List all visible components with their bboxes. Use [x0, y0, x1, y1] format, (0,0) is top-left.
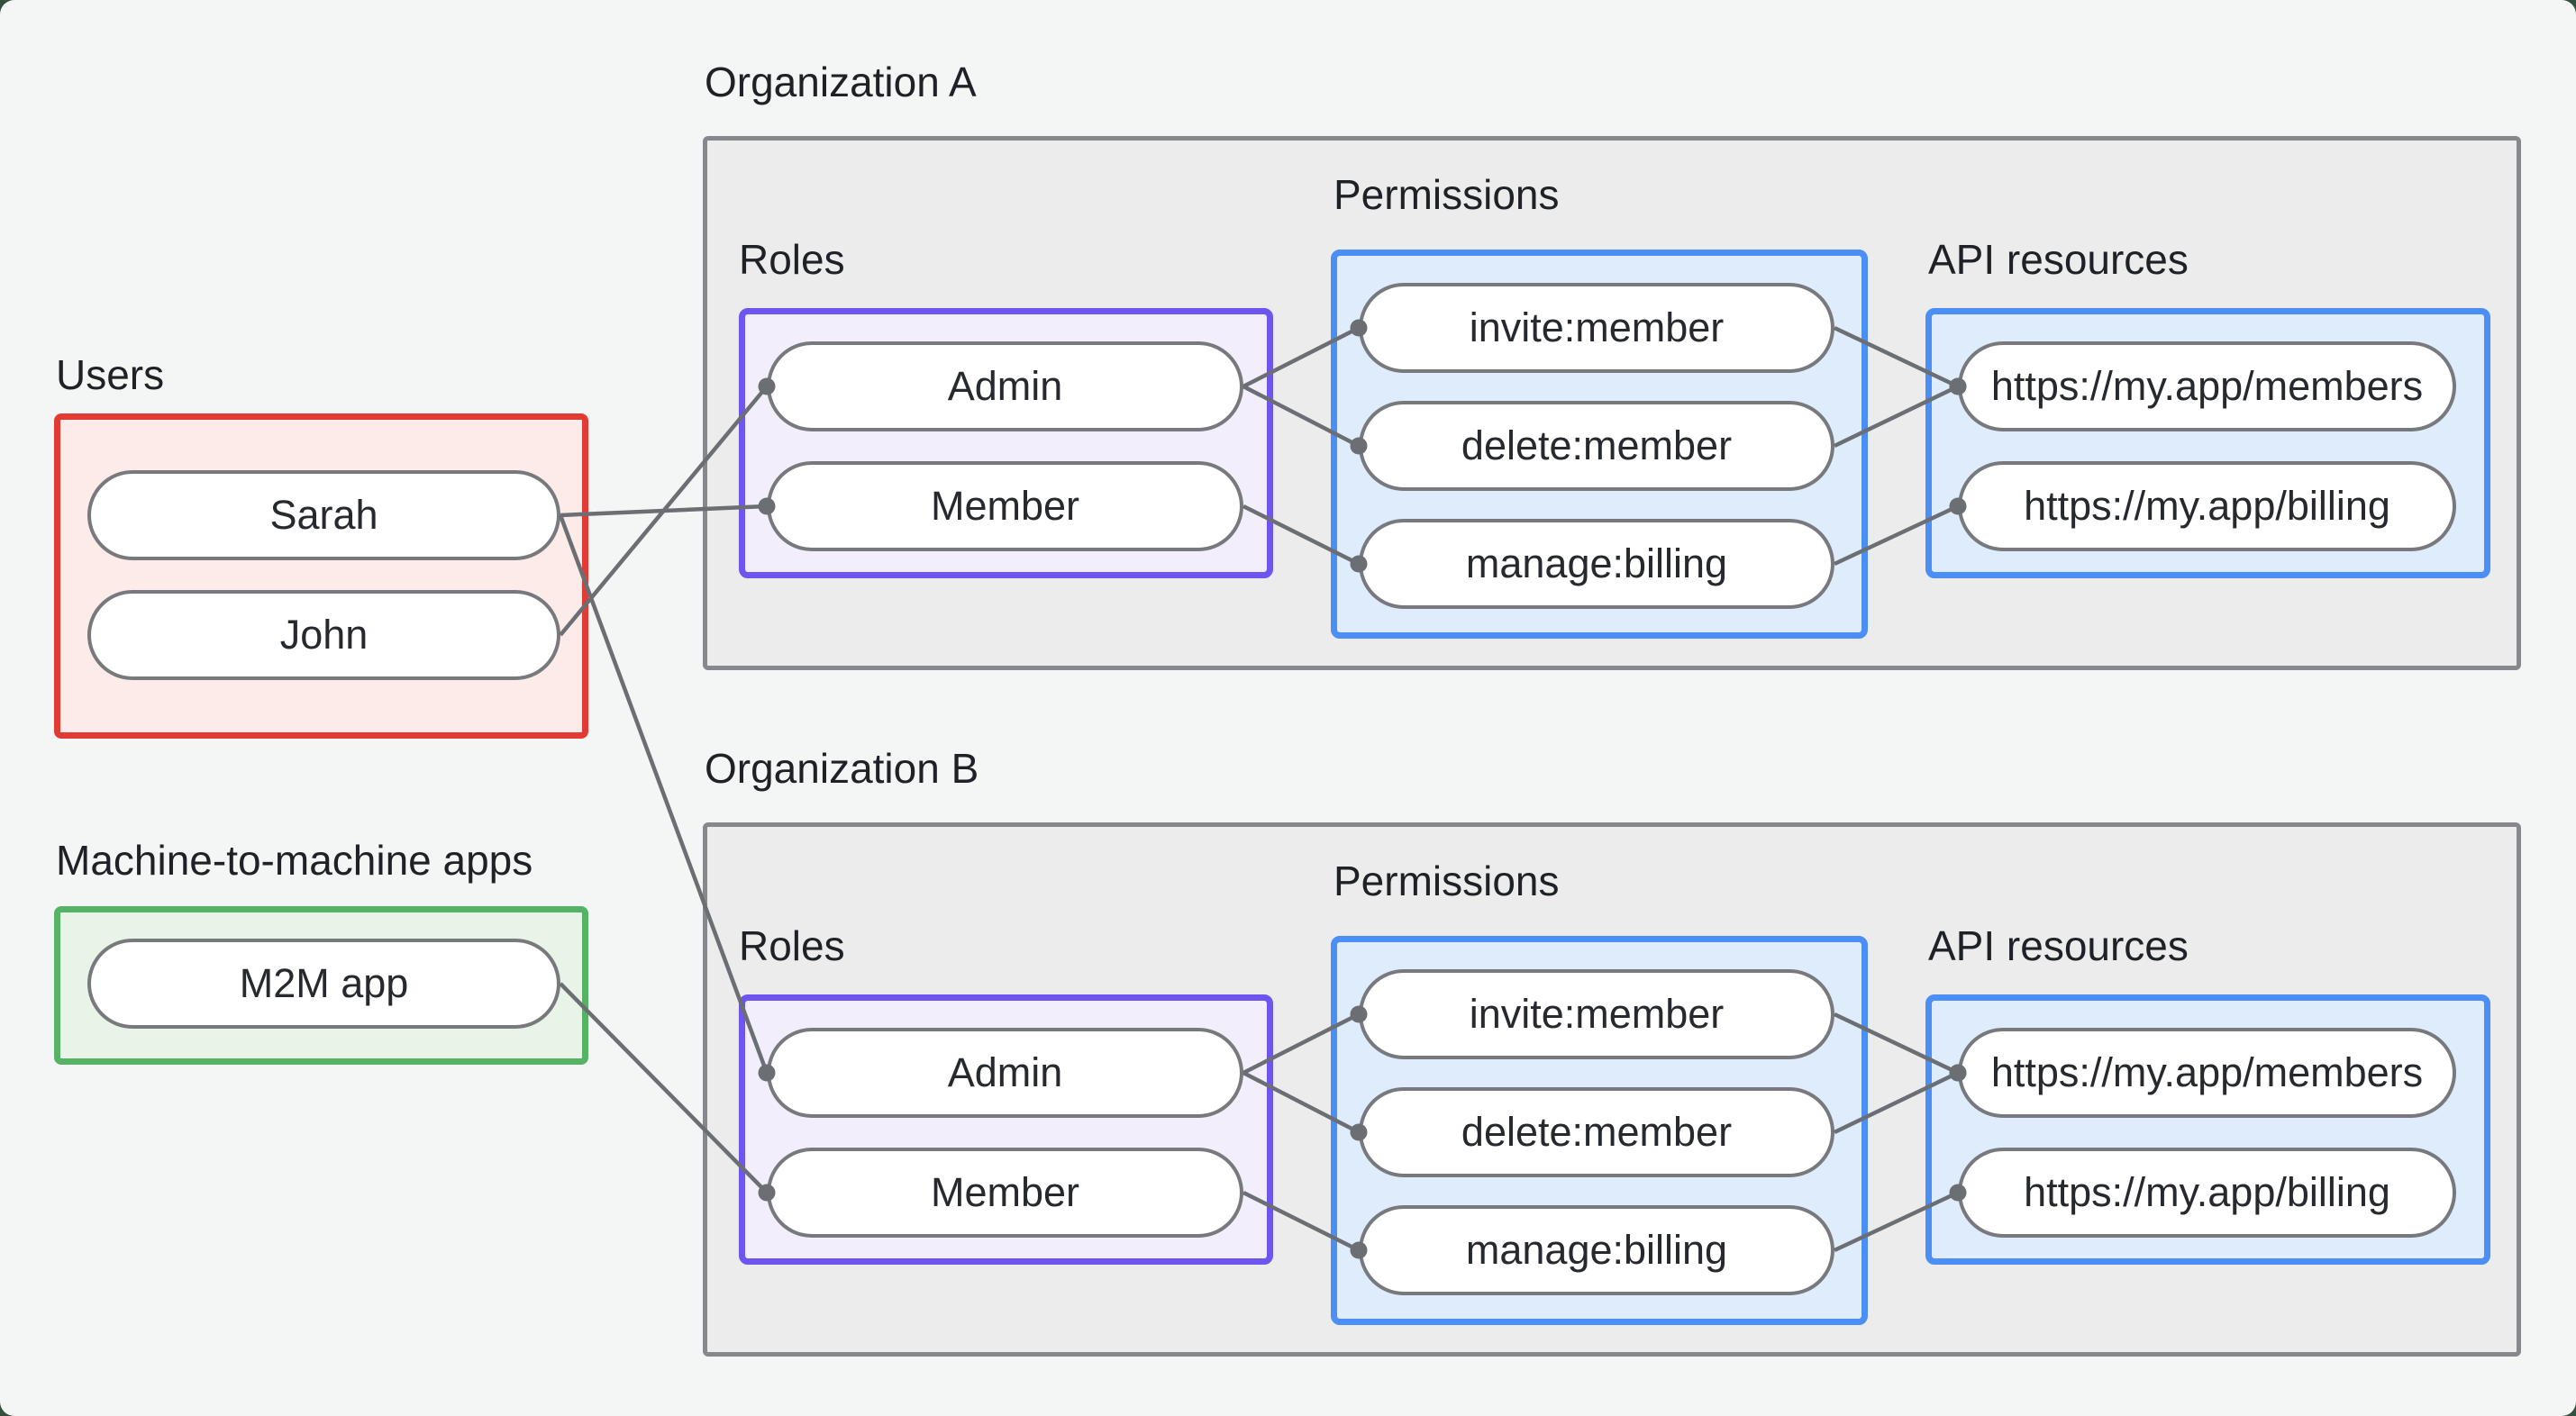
- node-org-a-perm-manage-billing: manage:billing: [1359, 519, 1834, 609]
- users-label: Users: [56, 351, 165, 398]
- node-org-b-perm-manage-billing: manage:billing: [1359, 1205, 1834, 1295]
- node-user-sarah: Sarah: [87, 470, 560, 560]
- m2m-label: Machine-to-machine apps: [56, 837, 533, 884]
- node-org-a-role-member: Member: [767, 461, 1243, 551]
- node-org-b-api-billing: https://my.app/billing: [1958, 1148, 2456, 1238]
- org-a-permissions-label: Permissions: [1334, 171, 1560, 218]
- node-m2m-app: M2M app: [87, 939, 560, 1029]
- org-a-api-label: API resources: [1928, 236, 2189, 283]
- org-a-title: Organization A: [705, 59, 977, 105]
- node-org-b-api-members: https://my.app/members: [1958, 1028, 2456, 1118]
- node-org-a-api-members: https://my.app/members: [1958, 341, 2456, 431]
- node-org-b-role-member: Member: [767, 1148, 1243, 1238]
- node-org-b-role-admin: Admin: [767, 1028, 1243, 1118]
- node-org-b-perm-delete-member: delete:member: [1359, 1087, 1834, 1177]
- node-org-a-perm-delete-member: delete:member: [1359, 401, 1834, 491]
- node-org-a-role-admin: Admin: [767, 341, 1243, 431]
- node-user-john: John: [87, 590, 560, 680]
- node-org-b-perm-invite-member: invite:member: [1359, 969, 1834, 1059]
- org-b-permissions-label: Permissions: [1334, 858, 1560, 904]
- org-b-api-label: API resources: [1928, 922, 2189, 969]
- node-org-a-perm-invite-member: invite:member: [1359, 283, 1834, 373]
- node-org-a-api-billing: https://my.app/billing: [1958, 461, 2456, 551]
- org-b-roles-label: Roles: [739, 922, 845, 969]
- org-b-title: Organization B: [705, 745, 979, 792]
- org-a-roles-label: Roles: [739, 236, 845, 283]
- users-group-box: [54, 413, 588, 739]
